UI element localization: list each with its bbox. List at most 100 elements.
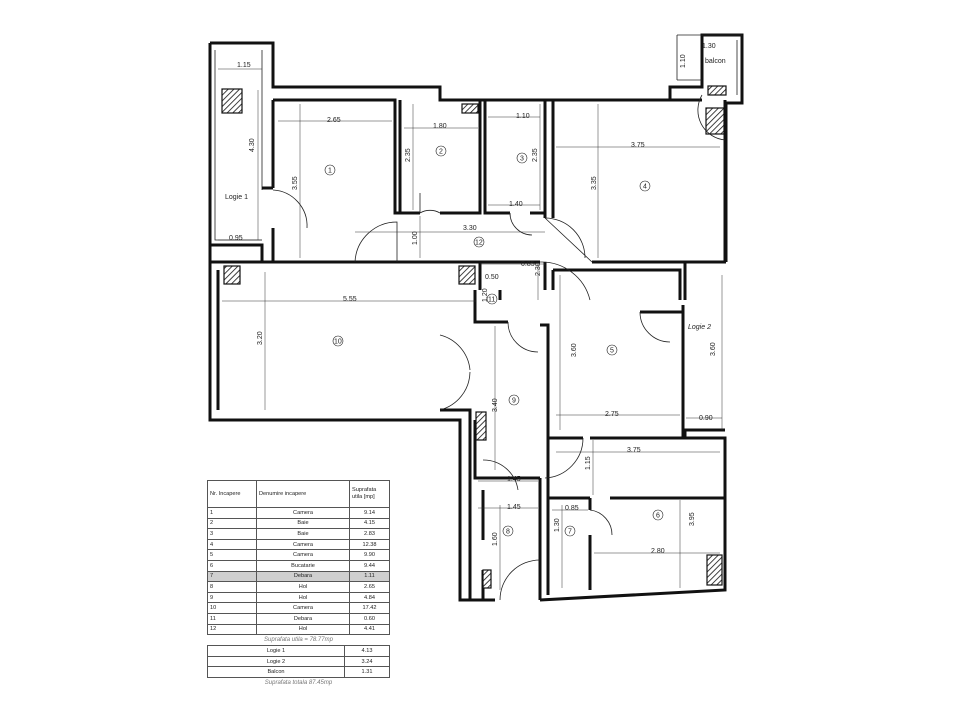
logie-2-label: Logie 2 [688, 324, 711, 331]
dim-2-65: 2.65 [327, 117, 341, 124]
extra-area: 1.31 [344, 666, 390, 678]
row-name: Camera [256, 538, 350, 551]
header-area: Suprafata utila [mp] [349, 480, 390, 508]
dim-1-45a: 1.45 [507, 476, 521, 483]
room-number-5: 5 [610, 348, 614, 355]
room-number-8: 8 [506, 529, 510, 536]
row-nr: 6 [207, 559, 257, 572]
room-schedule: Nr. Incapere Denumire incapere Suprafata… [207, 480, 396, 688]
room-number-6: 6 [656, 513, 660, 520]
dim-1-30-balcon: 1.30 [702, 43, 716, 50]
row-nr: 4 [207, 538, 257, 551]
row-nr: 7 [207, 570, 257, 583]
row-area: 2.65 [349, 581, 390, 593]
room-number-2: 2 [439, 149, 443, 156]
row-area: 9.90 [349, 549, 390, 561]
dim-1-45b: 1.45 [507, 504, 521, 511]
dim-2-30: 2.30 [535, 262, 542, 276]
room-number-12: 12 [475, 240, 483, 247]
row-area: 4.15 [349, 517, 390, 530]
dim-2-35b: 2.35 [532, 148, 539, 162]
row-name: Hol [256, 591, 350, 604]
extra-name: Logie 1 [207, 645, 345, 657]
row-nr: 9 [207, 591, 257, 604]
dim-0-85b: 0.85 [565, 505, 579, 512]
dim-3-60b: 3.60 [710, 342, 717, 356]
dim-1-15: 1.15 [237, 62, 251, 69]
dim-1-15b: 1.15 [585, 456, 592, 470]
row-area: 12.38 [349, 538, 390, 551]
room-number-3: 3 [520, 156, 524, 163]
row-area: 17.42 [349, 602, 390, 614]
room-number-1: 1 [328, 168, 332, 175]
dim-0-85: 0.85 [521, 261, 535, 268]
dim-3-95: 3.95 [689, 512, 696, 526]
schedule-header-row: Nr. Incapere Denumire incapere Suprafata… [207, 480, 390, 508]
row-nr: 1 [207, 507, 257, 519]
dim-3-20: 3.20 [257, 331, 264, 345]
row-nr: 10 [207, 602, 257, 614]
dim-3-35: 3.35 [591, 176, 598, 190]
dim-1-40: 1.40 [509, 201, 523, 208]
dim-0-50: 0.50 [485, 274, 499, 281]
row-nr: 8 [207, 581, 257, 593]
dim-1-80: 1.80 [433, 123, 447, 130]
row-name: Baie [256, 528, 350, 540]
row-nr: 11 [207, 612, 257, 625]
dim-1-30: 1.30 [554, 518, 561, 532]
extra-name: Balcon [207, 666, 345, 678]
row-area: 4.41 [349, 623, 390, 636]
row-name: Debara [256, 612, 350, 625]
row-name: Hol [256, 623, 350, 636]
walls [208, 33, 744, 602]
row-nr: 5 [207, 549, 257, 561]
dim-5-55: 5.55 [343, 296, 357, 303]
dim-1-10: 1.10 [516, 113, 530, 120]
dim-3-60: 3.60 [571, 343, 578, 357]
room-schedule-table: Nr. Incapere Denumire incapere Suprafata… [207, 480, 390, 636]
extra-area: 4.13 [344, 645, 390, 657]
dim-2-75: 2.75 [605, 411, 619, 418]
row-name: Baie [256, 517, 350, 530]
dim-3-75b: 3.75 [627, 447, 641, 454]
extra-name: Logie 2 [207, 655, 345, 668]
dim-1-60: 1.60 [492, 532, 499, 546]
dim-3-55: 3.55 [292, 176, 299, 190]
dim-0-95: 0.95 [229, 235, 243, 242]
structural-columns [221, 85, 727, 589]
dim-1-00: 1.00 [412, 231, 419, 245]
total-useful-area: Suprafata utila = 78.77mp [264, 637, 333, 644]
dim-4-30: 4.30 [249, 138, 256, 152]
dimension-lines [218, 68, 723, 590]
dimension-texts: 1.15 4.30 0.95 2.65 3.55 1.80 2.35 1.10 … [225, 43, 726, 555]
row-area: 2.83 [349, 528, 390, 540]
row-area: 1.11 [349, 570, 390, 583]
row-area: 0.60 [349, 612, 390, 625]
row-name: Bucatarie [256, 559, 350, 572]
dim-0-90: 0.90 [699, 415, 713, 422]
row-name: Camera [256, 549, 350, 561]
header-name: Denumire incapere [256, 480, 350, 508]
dim-3-30: 3.30 [463, 225, 477, 232]
header-nr: Nr. Incapere [207, 480, 257, 508]
dim-3-40: 3.40 [492, 398, 499, 412]
dim-2-35a: 2.35 [405, 148, 412, 162]
logie-1-label: Logie 1 [225, 194, 248, 201]
row-nr: 2 [207, 517, 257, 530]
room-number-9: 9 [512, 398, 516, 405]
